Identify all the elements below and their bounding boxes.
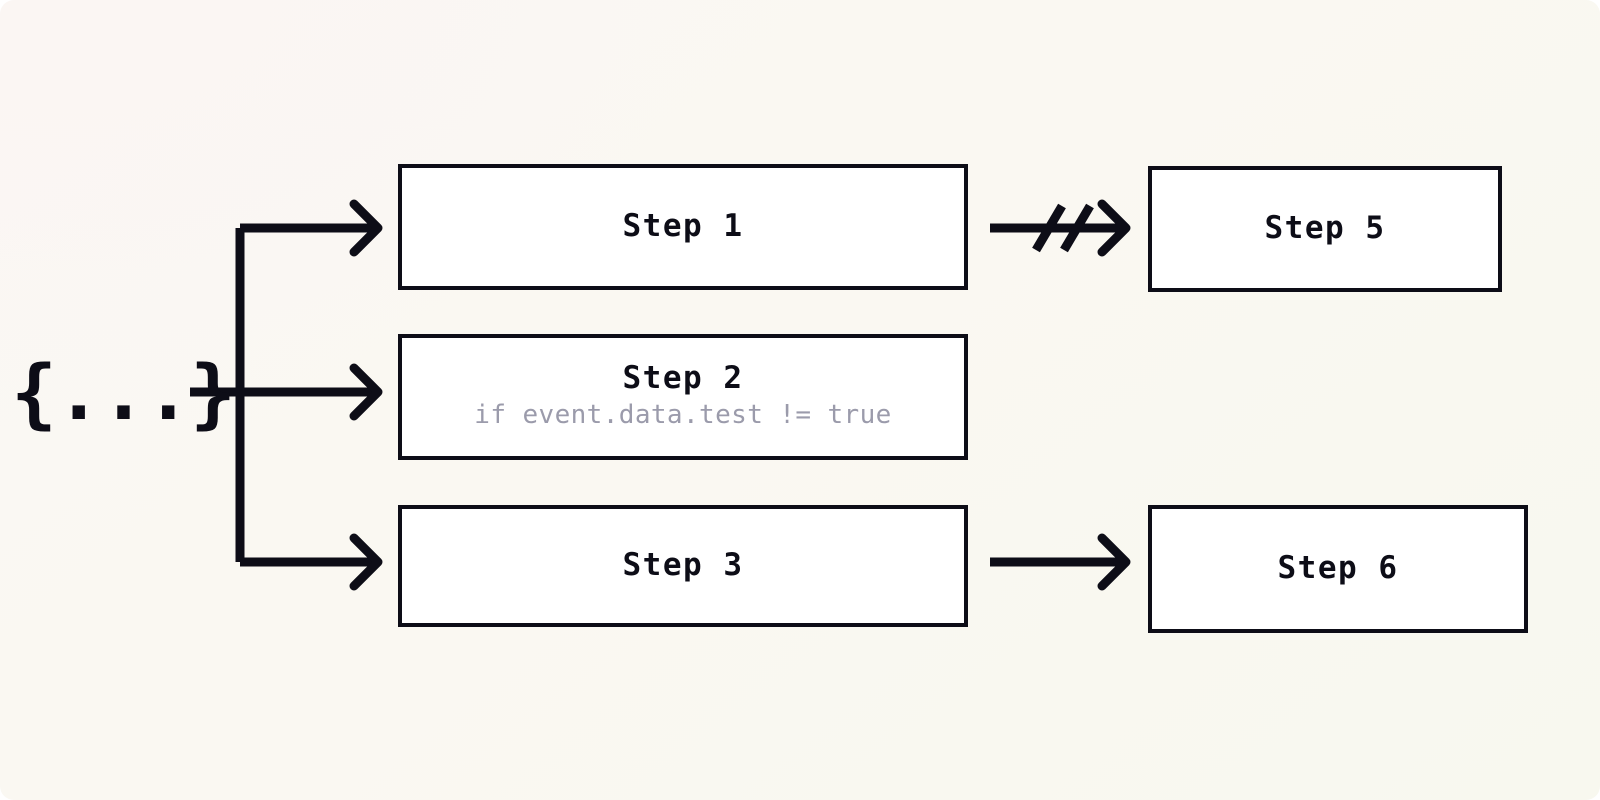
step-node-step2[interactable]: Step 2 if event.data.test != true: [398, 334, 968, 460]
step-node-title: Step 1: [622, 208, 744, 245]
step-node-title: Step 5: [1264, 210, 1386, 247]
step-node-step3[interactable]: Step 3: [398, 505, 968, 627]
step-node-title: Step 2: [622, 359, 744, 396]
edge-step1-to-step5-break-mark: [1032, 203, 1094, 253]
step-node-step6[interactable]: Step 6: [1148, 505, 1528, 633]
event-trigger-glyph: {...}: [11, 348, 236, 437]
step-node-title: Step 3: [622, 547, 744, 584]
edge-trigger-to-step3-arrowhead: [349, 533, 383, 591]
edge-trigger-to-step1-arrowhead: [349, 199, 383, 257]
edge-step3-to-step6-arrowhead: [1097, 533, 1131, 591]
step-node-title: Step 6: [1277, 550, 1399, 587]
step-node-step5[interactable]: Step 5: [1148, 166, 1502, 292]
edge-trigger-to-step2-arrowhead: [349, 363, 383, 421]
edge-step1-to-step5-arrowhead: [1097, 199, 1131, 257]
step-node-step1[interactable]: Step 1: [398, 164, 968, 290]
step-node-condition: if event.data.test != true: [474, 400, 892, 431]
